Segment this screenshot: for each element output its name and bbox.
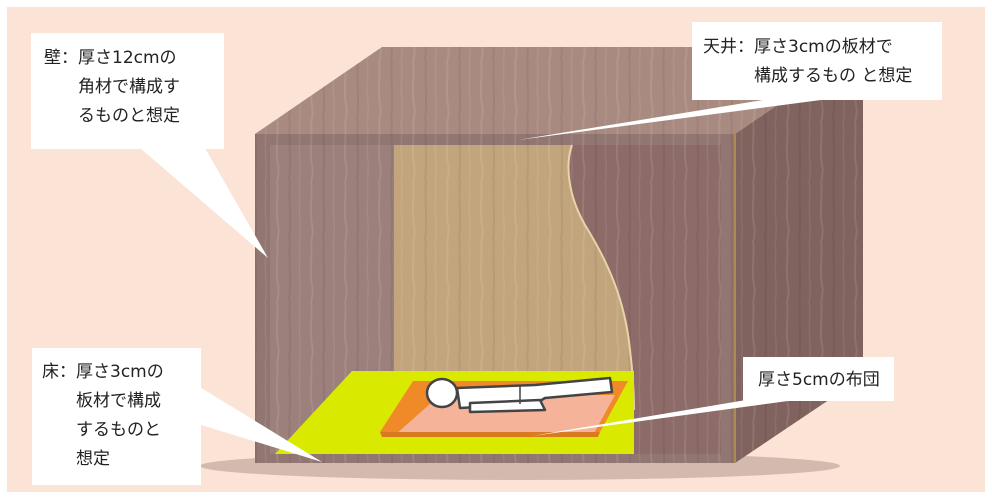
ceiling-line-2: 構成するもの と想定: [703, 66, 913, 86]
floor-line-1: 床：厚さ3cmの: [42, 362, 164, 382]
futon-callout-text: 厚さ5cmの布団: [758, 366, 880, 395]
floor-callout-text: 床：厚さ3cmの 板材で構成 するものと 想定: [42, 358, 164, 474]
callout-floor: [32, 348, 322, 485]
ceiling-line-1: 天井：厚さ3cmの板材で: [703, 37, 893, 57]
floor-line-2: 板材で構成: [42, 391, 161, 411]
floor-line-3: するものと: [42, 420, 161, 440]
wall-callout-text: 壁：厚さ12cmの 角材で構成す るものと想定: [44, 44, 180, 131]
futon-line-1: 厚さ5cmの布団: [758, 370, 880, 390]
lying-person-icon: [425, 376, 614, 414]
wall-line-1: 壁：厚さ12cmの: [44, 48, 177, 68]
callout-wall: [31, 33, 268, 258]
wall-line-2: 角材で構成す: [44, 77, 180, 97]
floor-line-4: 想定: [42, 449, 110, 469]
ceiling-callout-text: 天井：厚さ3cmの板材で 構成するもの と想定: [703, 33, 912, 91]
callout-ceiling: [518, 22, 942, 140]
wall-line-3: るものと想定: [44, 106, 180, 126]
callout-futon: [532, 357, 894, 436]
